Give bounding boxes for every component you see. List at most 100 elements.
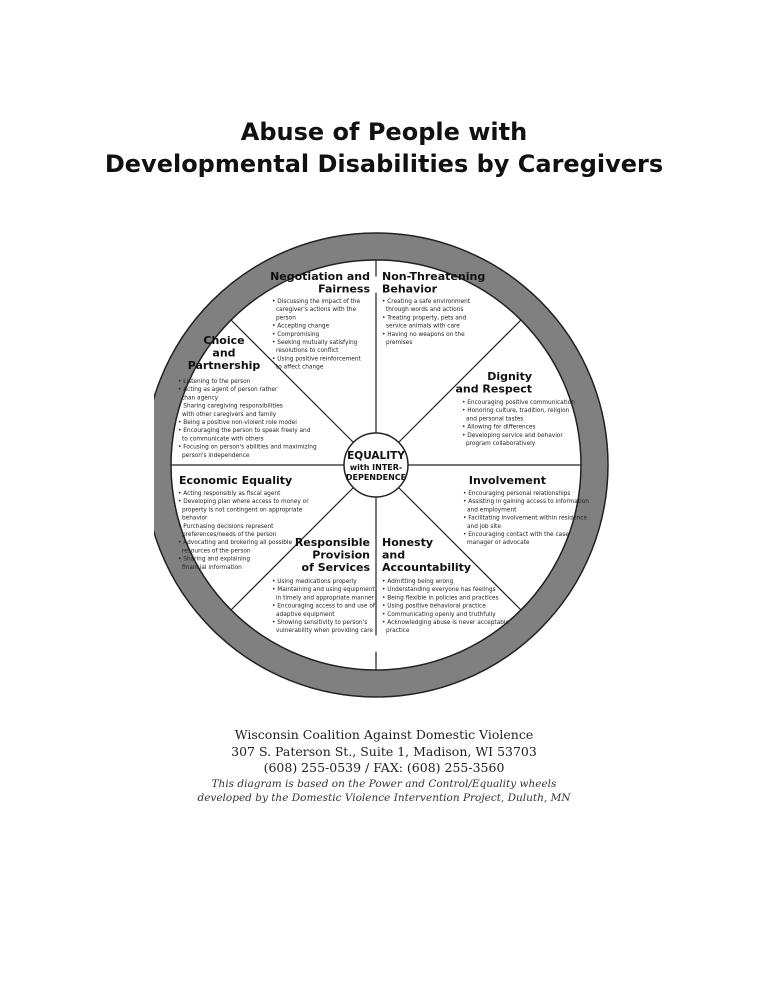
sector-bullet: resources of the person <box>182 548 251 554</box>
sector-bullet: • Admitting being wrong <box>382 579 454 585</box>
sector-bullet: caregiver's actions with the <box>276 307 356 313</box>
sector-heading: Responsible <box>295 536 370 549</box>
sector-bullet: to affect change <box>276 365 324 371</box>
sector-bullet: • Honoring culture, tradition, religion <box>462 408 570 414</box>
footer-org: Wisconsin Coalition Against Domestic Vio… <box>234 727 534 742</box>
sector-bullet: resolutions to conflict <box>276 348 339 354</box>
sector-heading: Choice <box>203 334 244 347</box>
sector-bullet: • Accepting change <box>272 324 330 330</box>
sector-heading: and <box>212 347 235 360</box>
sector-bullet: • Encouraging positive communication <box>462 400 575 406</box>
sector-bullet: person <box>276 315 296 321</box>
sector-bullet: • Discussing the impact of the <box>272 299 361 305</box>
sector-bullet: • Acknowledging abuse is never acceptabl… <box>382 620 510 626</box>
sector-bullet: • Developing service and behavior <box>462 433 563 439</box>
sector-bullet: preferences/needs of the person <box>182 532 277 538</box>
sector-bullet: adaptive equipment <box>276 612 335 618</box>
sector-heading: Dignity <box>487 370 532 383</box>
center-line-3: DEPENDENCE <box>346 473 406 482</box>
sector-bullet: vulnerability when providing care <box>276 628 373 634</box>
sector-bullet: behavior <box>182 516 208 522</box>
sector-heading: Fairness <box>318 283 370 296</box>
sector-bullet: • Using positive reinforcement <box>272 356 362 362</box>
sector-bullet: financial information <box>182 565 242 571</box>
sector-heading: and Respect <box>455 383 532 396</box>
sector-bullet: • Focusing on person's abilities and max… <box>178 445 317 451</box>
sector-bullet: and employment <box>467 507 517 513</box>
sector-heading: Partnership <box>188 359 261 372</box>
sector-bullet: through words and actions <box>386 307 463 313</box>
sector-bullet: • Advocating and brokering all possible <box>178 540 293 546</box>
footer-address: 307 S. Paterson St., Suite 1, Madison, W… <box>231 744 537 759</box>
center-line-1: EQUALITY <box>347 450 405 462</box>
sector-bullet: • Listening to the person <box>178 379 251 385</box>
sector-bullet: property is not contingent on appropriat… <box>182 507 303 513</box>
sector-bullet: • Communicating openly and truthfully <box>382 612 496 618</box>
sector-heading: of Services <box>302 561 371 574</box>
center-hub <box>343 432 409 498</box>
sector-bullet: • Being flexible in policies and practic… <box>382 595 498 601</box>
footer-note-1: This diagram is based on the Power and C… <box>211 778 557 790</box>
sector-bullet: • Sharing and explaining <box>178 557 250 563</box>
sector-heading: Economic Equality <box>179 474 292 487</box>
sector-bullet: • Seeking mutually satisfying <box>272 340 358 346</box>
sector-bullet: • Purchasing decisions represent <box>178 524 274 530</box>
sector-heading: Non-Threatening <box>382 270 485 283</box>
sector-bullet: in timely and appropriate manner <box>276 595 375 601</box>
footer-phone: (608) 255-0539 / FAX: (608) 255-3560 <box>263 760 505 775</box>
sector-economic: Economic Equality • Acting responsibly as… <box>178 474 309 571</box>
sector-bullet: • Showing sensitivity to person's <box>272 620 367 626</box>
sector-heading: and <box>382 549 405 562</box>
sector-bullet: • Being a positive non-violent role mode… <box>178 420 297 426</box>
sector-bullet: • Allowing for differences <box>462 425 535 431</box>
sector-heading: Behavior <box>382 283 438 296</box>
sector-involvement: Involvement • Encouraging personal relati… <box>463 474 589 546</box>
sector-heading: Negotiation and <box>270 270 370 283</box>
sector-bullet: and personal tastes <box>466 416 523 422</box>
sector-heading: Provision <box>312 549 370 562</box>
sector-bullet: than agency <box>182 395 219 401</box>
sector-bullet: • Acting as agent of person rather <box>178 387 278 393</box>
equality-wheel: NON VIOLENCE NON VIOLENCE EQUALITY with … <box>154 232 609 698</box>
sector-bullet: • Using positive behavioral practice <box>382 604 486 610</box>
sector-bullet: • Acting responsibly as fiscal agent <box>178 491 281 497</box>
sector-heading: Accountability <box>382 561 471 574</box>
title-line-2: Developmental Disabilities by Caregivers <box>104 150 664 178</box>
sector-bullet: • Encouraging the person to speak freely… <box>178 428 311 434</box>
sector-bullet: • Creating a safe environment <box>382 299 471 305</box>
sector-heading: Honesty <box>382 536 433 549</box>
sector-bullet: • Encouraging personal relationships <box>463 491 570 497</box>
sector-bullet: to communicate with others <box>182 436 264 442</box>
sector-bullet: • Assisting in gaining access to informa… <box>463 499 589 505</box>
sector-bullet: program collaboratively <box>466 441 536 447</box>
sector-bullet: • Developing plan where access to money … <box>178 499 309 505</box>
footer-note-2: developed by the Domestic Violence Inter… <box>197 792 571 804</box>
sector-bullet: service animals with care <box>386 324 460 330</box>
sector-bullet: • Encouraging access to and use of <box>272 604 376 610</box>
sector-bullet: practice <box>386 628 410 634</box>
sector-bullet: • Sharing caregiving responsibilities <box>178 404 283 410</box>
sector-bullet: • Maintaining and using equipment <box>272 587 375 593</box>
sector-bullet: • Encouraging contact with the case <box>463 532 569 538</box>
sector-bullet: with other caregivers and family <box>182 412 277 418</box>
sector-bullet: • Treating property, pets and <box>382 315 467 321</box>
sector-bullet: • Having no weapons on the <box>382 332 465 338</box>
sector-bullet: and job site <box>467 524 501 530</box>
center-line-2: with INTER- <box>350 463 403 472</box>
sector-bullet: person's independence <box>182 453 250 459</box>
sector-bullet: manager or advocate <box>467 540 530 546</box>
sector-bullet: premises <box>386 340 412 346</box>
sector-bullet: • Facilitating involvement within reside… <box>463 516 587 522</box>
sector-bullet: • Understanding everyone has feelings <box>382 587 496 593</box>
title-line-1: Abuse of People with <box>240 118 528 146</box>
sector-bullet: • Using medications properly <box>272 579 357 585</box>
sector-bullet: • Compromising <box>272 332 320 338</box>
sector-heading: Involvement <box>469 474 546 487</box>
